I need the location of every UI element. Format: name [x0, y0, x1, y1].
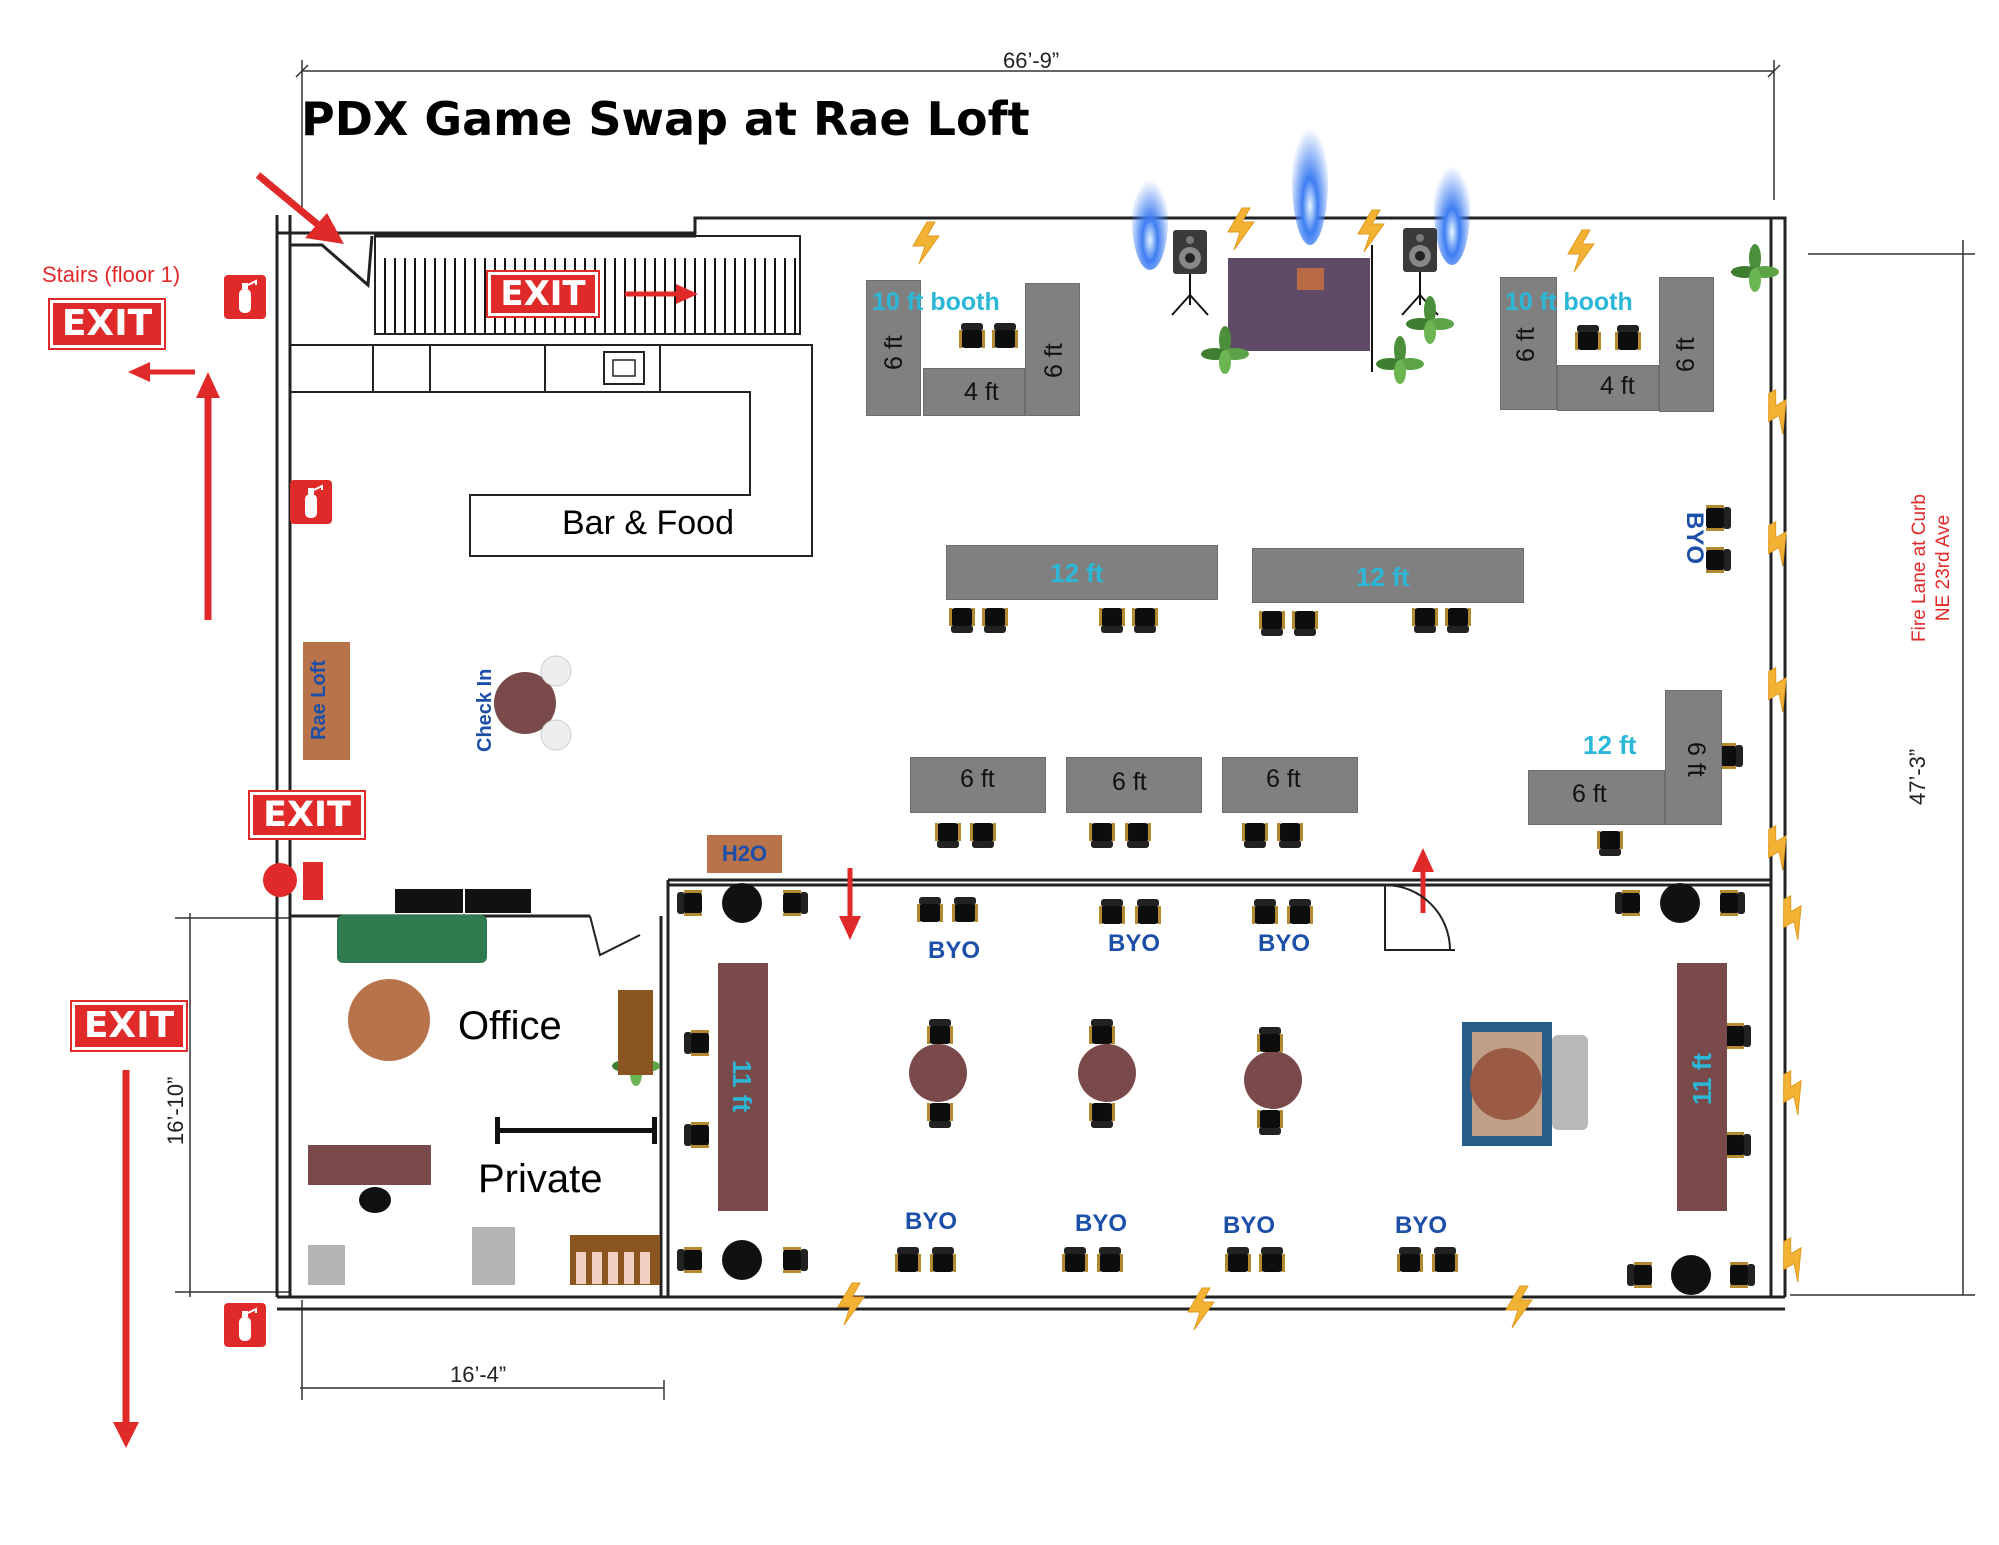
- exit-sign-side: EXIT: [248, 790, 366, 840]
- office-label: Office: [458, 1004, 562, 1048]
- byo-label-7: BYO: [1395, 1212, 1448, 1239]
- booth-left-side-a: [866, 280, 921, 416]
- desk-chair: [359, 1187, 391, 1213]
- dimension-top: [295, 60, 1781, 212]
- exit-sign-top: EXIT: [486, 270, 600, 318]
- divider-bar: [497, 1128, 655, 1133]
- private-desk: [308, 1145, 431, 1185]
- stage-mat: [1297, 268, 1324, 290]
- doors: [589, 884, 1455, 957]
- byo-label-6: BYO: [1223, 1212, 1276, 1239]
- tv-right: [465, 889, 531, 913]
- byo-label-4: BYO: [905, 1208, 958, 1235]
- corner-table-b-label: 6 ft: [1572, 780, 1607, 808]
- dimension-right-label: 47’-3”: [1905, 748, 1930, 805]
- table-6ft-3-label: 6 ft: [1266, 765, 1301, 793]
- stairs-note: Stairs (floor 1): [42, 262, 181, 287]
- tv-left: [395, 889, 463, 913]
- dimension-right: [1790, 240, 1975, 1296]
- booth-left-side-a-label: 6 ft: [880, 335, 908, 370]
- page-title: PDX Game Swap at Rae Loft: [301, 92, 1030, 146]
- booth-right-side-a: [1500, 277, 1557, 410]
- fire-lane-note: Fire Lane at Curb NE 23rd Ave: [1909, 494, 1954, 642]
- fire-alarm-panel: [303, 862, 323, 900]
- cabinet-2: [472, 1227, 515, 1285]
- corner-table-a-label: 6 ft: [1682, 742, 1710, 777]
- office-round-table: [348, 979, 430, 1061]
- byo-label-1: BYO: [928, 937, 981, 964]
- booth-right-side-a-label: 6 ft: [1512, 327, 1540, 362]
- check-in-table: [494, 672, 556, 734]
- table-6ft-2-label: 6 ft: [1112, 768, 1147, 796]
- booth-left-side-b-label: 6 ft: [1040, 343, 1068, 378]
- table-6ft-2: [1066, 757, 1202, 813]
- table-12ft-b-label: 12 ft: [1356, 562, 1410, 592]
- office-shelf: [618, 990, 653, 1075]
- dimension-left: [175, 913, 290, 1297]
- table-6ft-3: [1222, 757, 1358, 813]
- private-label: Private: [478, 1157, 603, 1201]
- check-in-label: Check In: [474, 668, 496, 752]
- table-12ft-a-label: 12 ft: [1050, 558, 1104, 588]
- booth-right-front: [1557, 365, 1659, 411]
- dimension-bottom-label: 16’-4”: [450, 1362, 507, 1387]
- table-12ft-b: [1252, 548, 1524, 603]
- exit-arrows: [113, 172, 1434, 1448]
- speaker-stands: [1171, 245, 1439, 372]
- dimension-top-label: 66’-9”: [1003, 48, 1060, 73]
- couch: [337, 915, 487, 963]
- booth-right-label: 10 ft booth: [1505, 288, 1633, 316]
- rae-loft-sign: [303, 642, 350, 760]
- byo-label-2: BYO: [1108, 930, 1161, 957]
- booth-right-side-b-label: 6 ft: [1672, 337, 1700, 372]
- booth-right-front-label: 4 ft: [1600, 372, 1635, 400]
- booth-right-side-b: [1659, 277, 1714, 412]
- stage-lights: [1132, 115, 1470, 270]
- byo-label-3: BYO: [1258, 930, 1311, 957]
- corner-table-horizontal: [1528, 770, 1665, 825]
- table-11ft-right-label: 11 ft: [1687, 1052, 1717, 1105]
- booth-left-front-label: 4 ft: [964, 378, 999, 406]
- corner-table-long-label: 12 ft: [1583, 730, 1637, 760]
- table-12ft-a: [946, 545, 1218, 600]
- byo-label-right: BYO: [1681, 512, 1708, 565]
- table-6ft-1: [910, 757, 1046, 813]
- booth-left-side-b: [1025, 283, 1080, 416]
- exit-sign-stairs: EXIT: [48, 298, 166, 350]
- dimension-left-label: 16’-10”: [163, 1076, 188, 1145]
- booth-left-front: [923, 368, 1025, 416]
- table-11ft-left-label: 11 ft: [727, 1060, 757, 1113]
- armchair: [1552, 1035, 1588, 1130]
- h2o-station: H2O: [707, 835, 782, 873]
- corner-table-vertical: [1665, 690, 1722, 825]
- bar-food-label: Bar & Food: [562, 504, 734, 542]
- exit-sign-bottom: EXIT: [70, 1000, 188, 1052]
- cabinet-1: [308, 1245, 345, 1285]
- fire-alarm-icon: [263, 863, 297, 897]
- dimension-bottom: [300, 1300, 665, 1400]
- rae-loft-label: Rae Loft: [308, 660, 330, 740]
- table-6ft-1-label: 6 ft: [960, 765, 995, 793]
- byo-label-5: BYO: [1075, 1210, 1128, 1237]
- booth-left-label: 10 ft booth: [872, 288, 1000, 316]
- table-11ft-left: [718, 963, 768, 1211]
- table-11ft-right: [1677, 963, 1727, 1211]
